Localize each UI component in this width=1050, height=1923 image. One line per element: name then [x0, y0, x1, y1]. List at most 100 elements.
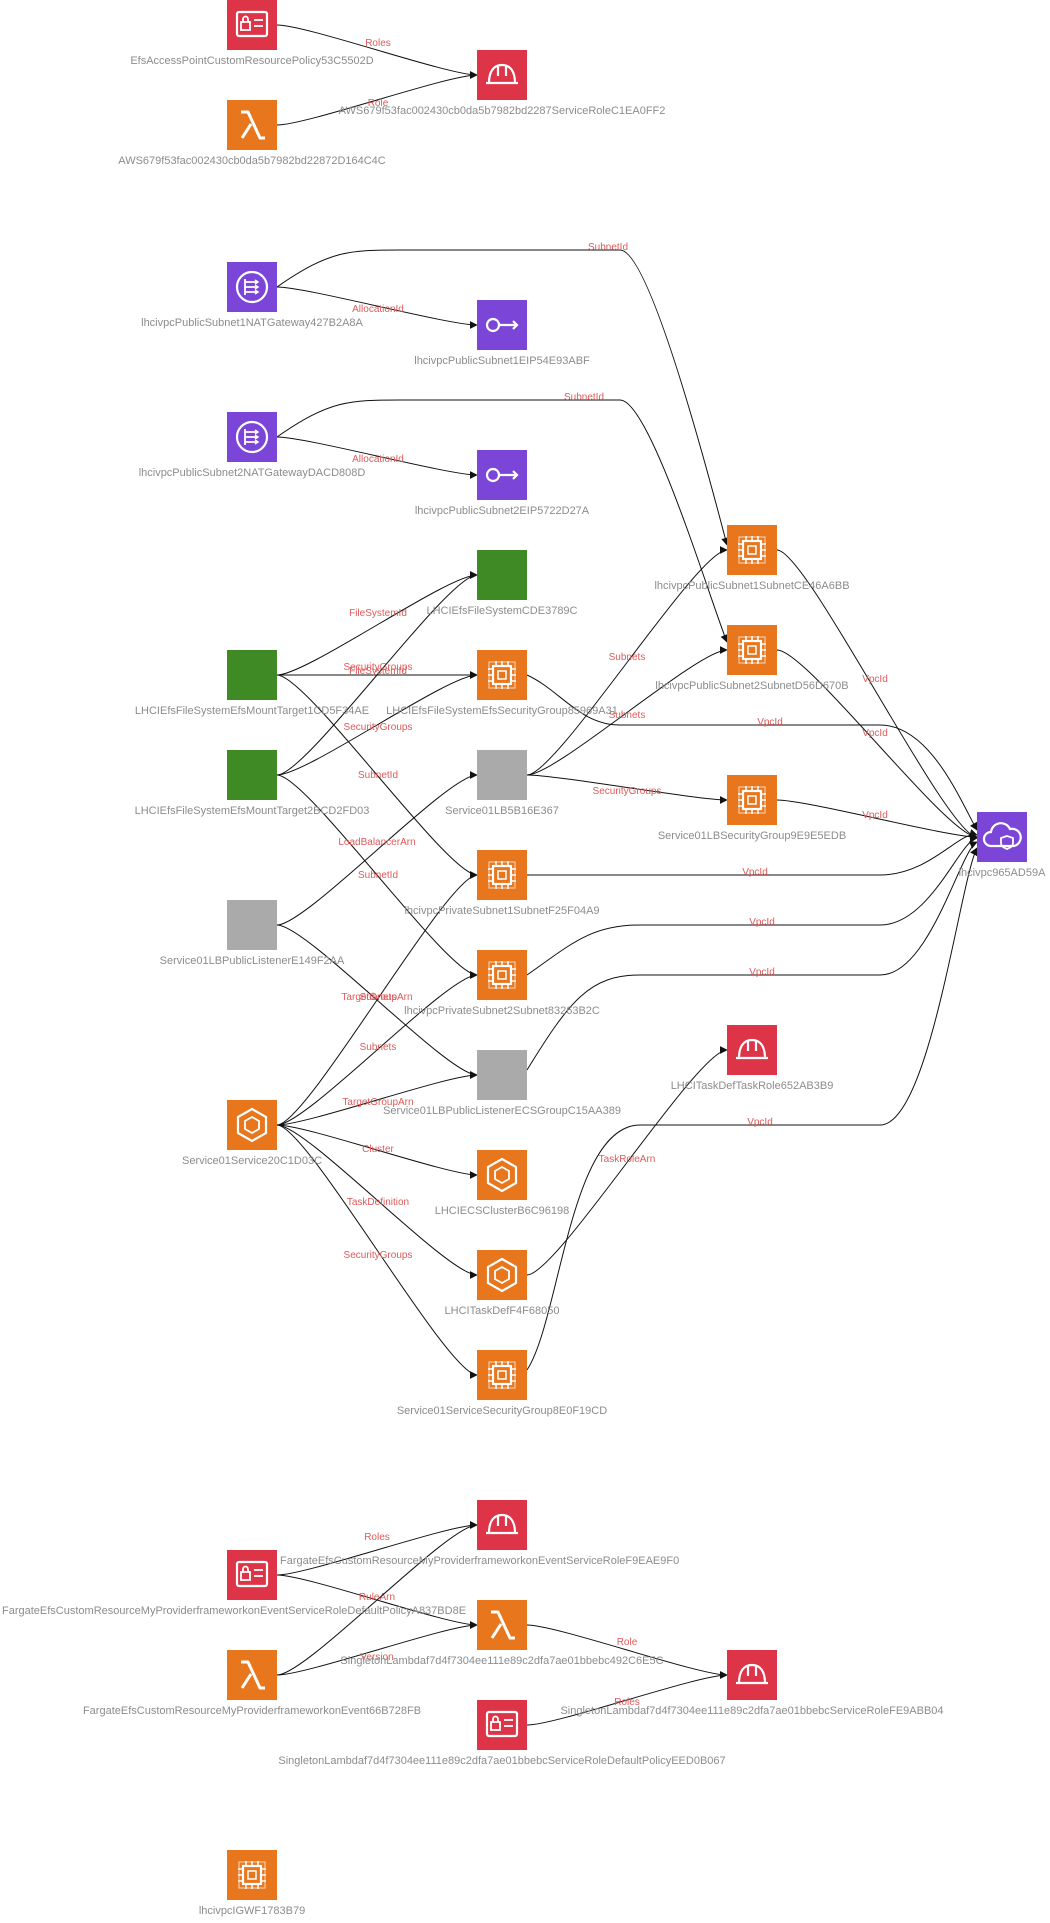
edge-n10-n18 [276, 674, 478, 879]
node-n24[interactable]: LHCITaskDefF4F68050 [445, 1250, 560, 1317]
lambda-icon [240, 110, 265, 140]
node-label: FargateEfsCustomResourceMyProviderframew… [2, 1605, 466, 1617]
edge-label: TaskRoleArn [599, 1154, 656, 1165]
node-n16[interactable]: lhcivpc965AD59A [959, 812, 1046, 879]
edge-n30-n26 [276, 1521, 478, 1676]
node-n10[interactable]: LHCIEfsFileSystemEfsMountTarget1CD5F34AE [135, 650, 369, 717]
node-label: lhcivpcPrivateSubnet2Subnet83263B2C [404, 1005, 600, 1017]
chip-icon [488, 961, 516, 989]
node-n11[interactable]: LHCIEfsFileSystemEfsSecurityGroup85969A3… [386, 650, 618, 717]
node-n21[interactable]: Service01Service20C1D03C [182, 1100, 322, 1167]
node-n15[interactable]: Service01LBSecurityGroup9E9E5EDB [658, 775, 846, 842]
node-n17[interactable]: Service01LBPublicListenerE149F2AA [160, 900, 345, 967]
node-label: lhcivpcPublicSubnet2EIP5722D27A [415, 505, 590, 517]
node-n7[interactable]: lhcivpcPublicSubnet2EIP5722D27A [415, 450, 590, 517]
node-label: AWS679f53fac002430cb0da5b7982bd22872D164… [118, 155, 386, 167]
node-n19[interactable]: lhcivpcPrivateSubnet2Subnet83263B2C [404, 950, 600, 1017]
node-n1[interactable]: EfsAccessPointCustomResourcePolicy53C550… [130, 0, 374, 67]
node-n6[interactable]: lhcivpcPublicSubnet2NATGatewayDACD808D [139, 412, 366, 479]
role-helmet-icon [736, 1038, 768, 1060]
edge-label: VpcId [749, 967, 775, 978]
node-n23[interactable]: LHCIECSClusterB6C96198 [435, 1150, 570, 1217]
edge-label: TaskDefinition [347, 1197, 409, 1208]
edge-n4-n9 [276, 249, 730, 546]
node-label: Service01Service20C1D03C [182, 1155, 322, 1167]
edge-label: SubnetId [588, 242, 628, 253]
node-box [227, 1850, 277, 1900]
node-n20[interactable]: LHCITaskDefTaskRole652AB3B9 [671, 1025, 834, 1092]
edge-n13-n11 [276, 671, 478, 776]
edge-label: Version [360, 1652, 393, 1663]
node-box [477, 50, 527, 100]
node-n25[interactable]: Service01ServiceSecurityGroup8E0F19CD [397, 1350, 607, 1417]
node-label: LHCIEfsFileSystemEfsSecurityGroup85969A3… [386, 705, 618, 717]
edge-n6-n7 [276, 436, 478, 479]
edge-label: RuleArn [359, 1592, 395, 1603]
node-n27[interactable]: FargateEfsCustomResourceMyProviderframew… [2, 1550, 466, 1617]
edge-label: Subnets [609, 710, 646, 721]
node-n4[interactable]: lhcivpcPublicSubnet1NATGateway427B2A8A [141, 262, 364, 329]
node-box [477, 1250, 527, 1300]
chip-icon [738, 536, 766, 564]
edge-label: Subnets [609, 652, 646, 663]
chip-icon [488, 1361, 516, 1389]
edge-n4-n5 [276, 286, 478, 329]
edge-n1-n2 [276, 24, 478, 79]
edge-label: SubnetId [564, 392, 604, 403]
node-n31[interactable]: SingletonLambdaf7d4f7304ee111e89c2dfa7ae… [278, 1700, 726, 1767]
node-label: Service01LBSecurityGroup9E9E5EDB [658, 830, 846, 842]
edge-label: SubnetId [358, 770, 398, 781]
edge-n21-n19 [276, 971, 478, 1126]
nat-gateway-icon [235, 270, 269, 304]
node-n8[interactable]: LHCIEfsFileSystemCDE3789C [427, 550, 578, 617]
edge-n13-n8 [276, 571, 478, 776]
edge-n12-n16 [776, 649, 978, 841]
node-n5[interactable]: lhcivpcPublicSubnet1EIP54E93ABF [414, 300, 590, 367]
node-n30[interactable]: FargateEfsCustomResourceMyProviderframew… [83, 1650, 421, 1717]
node-n13[interactable]: LHCIEfsFileSystemEfsMountTarget2BCD2FD03 [135, 750, 370, 817]
edge-n13-n19 [276, 774, 478, 979]
edge-label: SubnetId [358, 870, 398, 881]
edge-label: AllocationId [352, 454, 404, 465]
edge-label: Cluster [362, 1144, 394, 1155]
node-label: Service01LB5B16E367 [445, 805, 559, 817]
node-n22[interactable]: Service01LBPublicListenerECSGroupC15AA38… [383, 1050, 621, 1117]
node-n28[interactable]: SingletonLambdaf7d4f7304ee111e89c2dfa7ae… [340, 1600, 664, 1667]
node-label: LHCITaskDefTaskRole652AB3B9 [671, 1080, 834, 1092]
edge-label: VpcId [757, 717, 783, 728]
node-label: SingletonLambdaf7d4f7304ee111e89c2dfa7ae… [560, 1705, 943, 1717]
node-n9[interactable]: lhcivpcPublicSubnet1SubnetCE46A6BB [654, 525, 850, 592]
node-box [477, 1350, 527, 1400]
node-n32[interactable]: lhcivpcIGWF1783B79 [199, 1850, 305, 1917]
node-n3[interactable]: AWS679f53fac002430cb0da5b7982bd22872D164… [118, 100, 386, 167]
node-n14[interactable]: Service01LB5B16E367 [445, 750, 559, 817]
edge-n14-n9 [526, 546, 728, 776]
node-label: LHCITaskDefF4F68050 [445, 1305, 560, 1317]
edge-label: TargetGroupArn [341, 992, 412, 1003]
node-n18[interactable]: lhcivpcPrivateSubnet1SubnetF25F04A9 [404, 850, 600, 917]
node-n26[interactable]: FargateEfsCustomResourceMyProviderframew… [280, 1500, 679, 1567]
node-n29[interactable]: SingletonLambdaf7d4f7304ee111e89c2dfa7ae… [560, 1650, 944, 1717]
node-label: EfsAccessPointCustomResourcePolicy53C550… [130, 55, 373, 67]
edge-label: FileSystemId [349, 666, 407, 677]
vpc-cloud-icon [982, 822, 1022, 850]
chip-icon [738, 636, 766, 664]
node-label: LHCIECSClusterB6C96198 [435, 1205, 570, 1217]
ecs-icon [486, 1257, 518, 1293]
node-n2[interactable]: AWS679f53fac002430cb0da5b7982bd2287Servi… [339, 50, 666, 117]
edges-layer: RolesRoleSubnetIdAllocationIdSubnetIdAll… [276, 24, 978, 1726]
edge-n28-n29 [526, 1624, 728, 1679]
node-label: SingletonLambdaf7d4f7304ee111e89c2dfa7ae… [340, 1655, 663, 1667]
edge-n19-n16 [526, 834, 978, 976]
node-n12[interactable]: lhcivpcPublicSubnet2SubnetD56D670B [655, 625, 849, 692]
node-label: LHCIEfsFileSystemEfsMountTarget1CD5F34AE [135, 705, 369, 717]
edge-label: Subnets [360, 1042, 397, 1053]
node-box [727, 775, 777, 825]
node-box [477, 550, 527, 600]
edge-label: Roles [364, 1532, 390, 1543]
edge-n30-n28 [276, 1621, 478, 1676]
edge-label: SecurityGroups [593, 786, 662, 797]
edge-n24-n20 [526, 1046, 728, 1276]
